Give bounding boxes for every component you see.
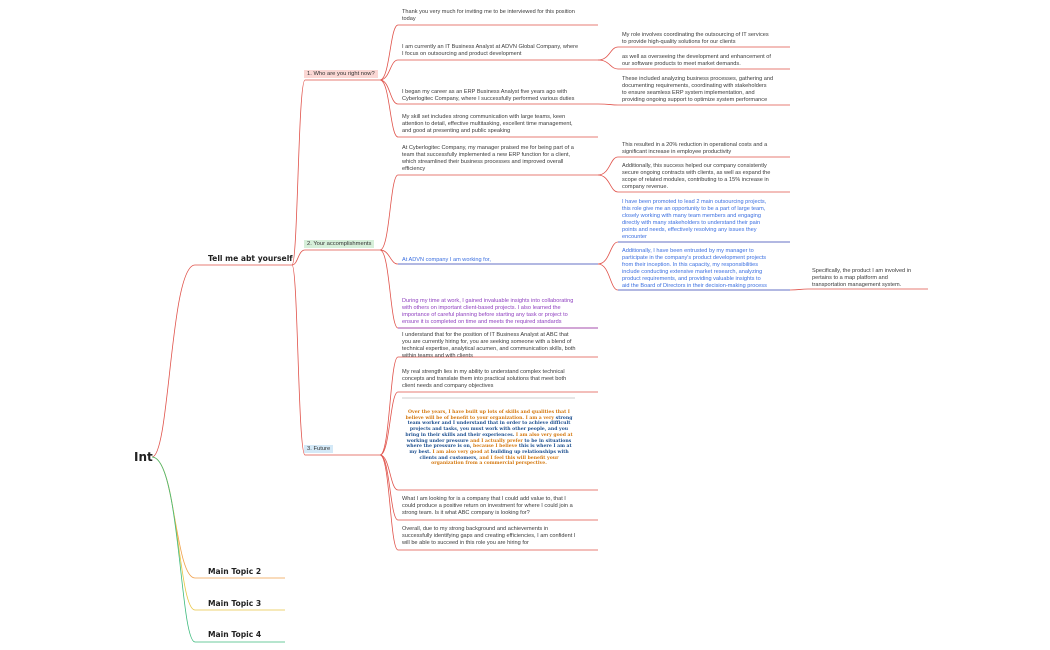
quote-part-3: strong team worker and I understand that… (405, 415, 573, 438)
quote-part-1: Over the years, I have built up lots of … (405, 410, 570, 421)
note-career-duties[interactable]: These included analyzing business proces… (622, 76, 774, 104)
sub-topic-future[interactable]: 3. Future (304, 445, 334, 453)
note-promotion[interactable]: I have been promoted to lead 2 main outs… (622, 199, 767, 241)
connector-main1-sub3 (291, 264, 380, 456)
note-map-platform[interactable]: Specifically, the product I am involved … (812, 268, 912, 289)
quote-part-13: a commercial perspective. (479, 461, 547, 467)
main-topic-4[interactable]: Main Topic 4 (208, 630, 262, 639)
connector-root-main1 (151, 264, 292, 458)
quote-part-5: working under pressure (406, 438, 469, 444)
connector-root-main4 (151, 456, 285, 643)
note-advn-company[interactable]: At ADVN company I am working for, (402, 257, 491, 263)
note-cyberlogitec-praise[interactable]: At Cyberlogitec Company, my manager prai… (402, 145, 574, 173)
main-topic-tell-me-abt-yourself[interactable]: Tell me abt yourself (208, 254, 293, 263)
note-career-start[interactable]: I began my career as an ERP Business Ana… (402, 89, 575, 103)
note-cost-reduction[interactable]: This resulted in a 20% reduction in oper… (622, 142, 768, 156)
quote-part-2: will be of benefit to your organization.… (425, 415, 556, 421)
note-product-development[interactable]: Additionally, I have been entrusted by m… (622, 248, 767, 290)
note-overall[interactable]: Overall, due to my strong background and… (402, 526, 576, 547)
connector-main1-sub1 (291, 79, 380, 266)
connector-main1-sub2 (291, 249, 380, 266)
note-future-quote[interactable]: Over the years, I have built up lots of … (404, 410, 574, 467)
note-role-outsourcing[interactable]: My role involves coordinating the outsou… (622, 32, 769, 46)
note-real-strength[interactable]: My real strength lies in my ability to u… (402, 369, 567, 390)
sub-topic-accomplishments[interactable]: 2. Your accomplishments (304, 240, 375, 248)
note-looking-for[interactable]: What I am looking for is a company that … (402, 496, 573, 517)
note-position-understanding[interactable]: I understand that for the position of IT… (402, 332, 576, 360)
note-thank-you[interactable]: Thank you very much for inviting me to b… (402, 9, 575, 23)
sub-topic-who-are-you[interactable]: 1. Who are you right now? (304, 70, 378, 78)
quote-part-6: and I actually prefer (468, 438, 525, 444)
connector-root-main3 (151, 456, 285, 611)
main-topic-2[interactable]: Main Topic 2 (208, 567, 262, 576)
quote-part-8: because I believe (471, 444, 519, 450)
note-skill-set[interactable]: My skill set includes strong communicati… (402, 114, 573, 135)
quote-part-12: and I feel this will benefit your organi… (431, 455, 559, 467)
note-insights[interactable]: During my time at work, I gained invalua… (402, 298, 574, 326)
quote-part-7: to be in situations where the pressure i… (406, 438, 572, 450)
quote-part-11: building up relationships with clients a… (419, 449, 569, 461)
note-role-development[interactable]: as well as overseeing the development an… (622, 54, 771, 68)
quote-part-4: I am also very good at (514, 432, 573, 438)
note-current-role[interactable]: I am currently an IT Business Analyst at… (402, 44, 579, 58)
root-topic[interactable]: Int (134, 450, 153, 464)
quote-part-10: I am also very good at (430, 449, 491, 455)
connector-root-main2 (151, 456, 285, 579)
main-topic-3[interactable]: Main Topic 3 (208, 599, 262, 608)
quote-part-9: this is where I am at my best. (409, 444, 572, 455)
note-revenue-increase[interactable]: Additionally, this success helped our co… (622, 163, 771, 191)
